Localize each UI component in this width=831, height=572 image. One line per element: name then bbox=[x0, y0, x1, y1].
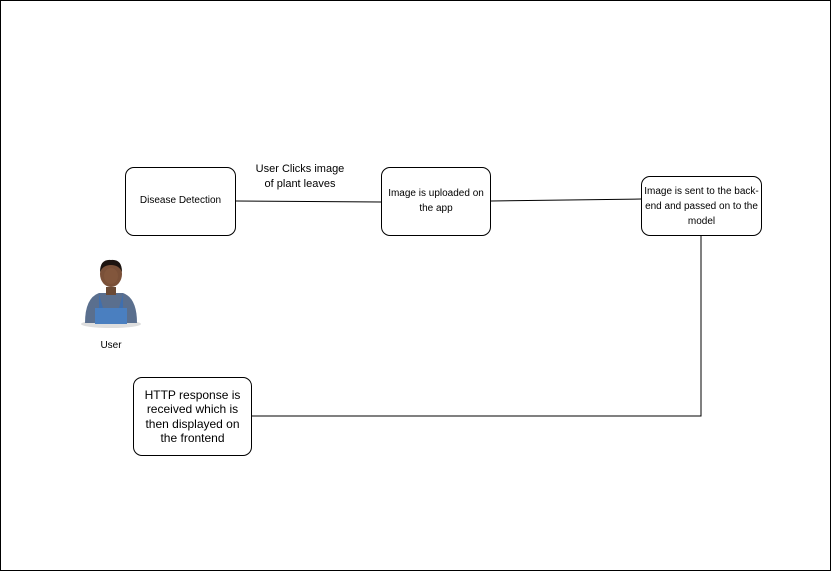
user-icon bbox=[81, 259, 141, 328]
edge-label-user-clicks: User Clicks image of plant leaves bbox=[255, 163, 345, 191]
node-image-uploaded-text: Image is uploaded on the app bbox=[388, 188, 484, 214]
node-sent-to-backend: Image is sent to the back-end and passed… bbox=[641, 176, 762, 236]
node-http-response: HTTP response is received which is then … bbox=[133, 377, 252, 456]
edge-detection-to-upload bbox=[235, 200, 382, 203]
node-http-response-text: HTTP response is received which is then … bbox=[144, 387, 241, 445]
actor-label-user: User bbox=[100, 340, 122, 351]
node-disease-detection: Disease Detection bbox=[125, 167, 236, 236]
node-sent-to-backend-text: Image is sent to the back-end and passed… bbox=[644, 185, 759, 227]
edge-backend-to-response bbox=[252, 236, 702, 417]
edge-upload-to-backend bbox=[490, 198, 642, 202]
node-disease-detection-text: Disease Detection bbox=[139, 195, 222, 207]
node-image-uploaded: Image is uploaded on the app bbox=[381, 167, 491, 236]
